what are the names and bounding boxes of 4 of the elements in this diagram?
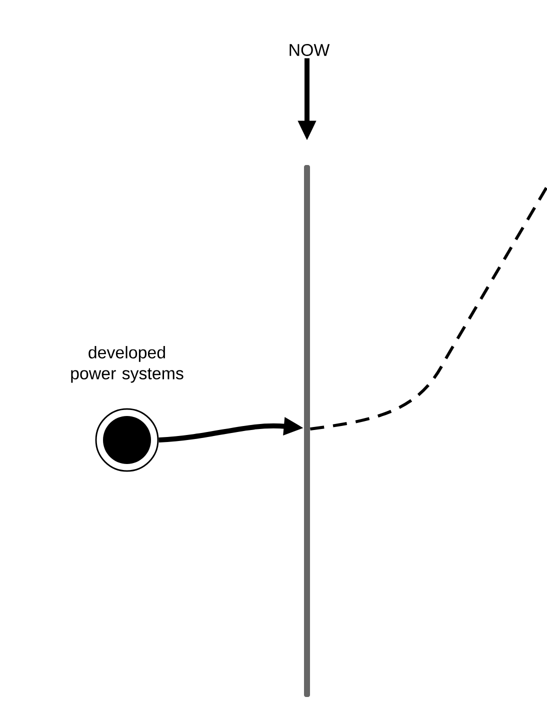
timeline-bar xyxy=(304,165,310,697)
caption-label: developed power systems xyxy=(71,346,184,383)
start-circle xyxy=(95,408,159,472)
heading-label: NOW xyxy=(290,44,330,56)
